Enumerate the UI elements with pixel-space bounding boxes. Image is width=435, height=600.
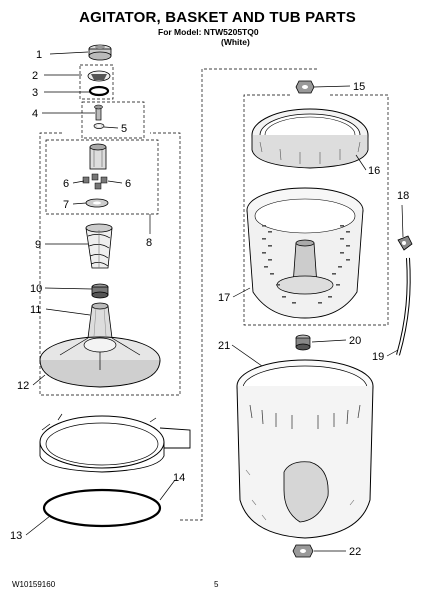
callout-16: 16 [368,165,380,177]
callout-11: 11 [30,304,41,316]
callout-2: 2 [32,70,38,82]
callout-15: 15 [353,81,365,93]
seal-ring [88,85,110,97]
callout-21: 21 [218,340,230,352]
agitator-cam [87,70,111,82]
balance-ring [251,108,369,169]
callout-13: 13 [10,530,22,542]
agitator-cap [88,44,112,61]
drain-hose [396,257,411,356]
callout-4: 4 [32,108,38,120]
callout-8: 8 [146,237,152,249]
basket-nut [295,80,315,94]
callout-19: 19 [372,351,384,363]
callout-14: 14 [173,472,185,484]
agitator-base [39,302,161,388]
callout-20: 20 [349,335,361,347]
agitator-auger [85,223,113,269]
outer-tub [236,359,374,539]
callout-3: 3 [32,87,38,99]
tub-ring [39,413,191,473]
callout-18: 18 [397,190,409,202]
color-line: (White) [221,37,250,47]
page-title: AGITATOR, BASKET AND TUB PARTS [79,9,356,26]
callout-7: 7 [63,199,69,211]
callout-6-left: 6 [63,178,69,190]
document-number: W10159160 [12,580,56,589]
tub-nut [295,334,311,351]
bolt-and-washer [93,104,105,129]
callout-22: 22 [349,546,361,558]
callout-12: 12 [17,380,29,392]
spin-basket [246,187,364,319]
page-number: 5 [214,580,219,589]
callout-labels: 1 2 3 4 5 6 6 7 8 9 10 11 12 13 14 15 16… [10,49,409,558]
ratchet-ring [91,283,109,299]
callout-10: 10 [30,283,42,295]
callout-6-right: 6 [125,178,131,190]
callout-1: 1 [36,49,42,61]
tub-bottom-nut [292,544,314,558]
tub-seal-ring [42,488,162,528]
callout-9: 9 [35,239,41,251]
hose-clip [397,235,413,251]
callout-17: 17 [218,292,230,304]
model-line: For Model: NTW5205TQ0 [158,27,259,37]
callout-5: 5 [121,123,127,135]
dog-assembly [82,143,109,208]
